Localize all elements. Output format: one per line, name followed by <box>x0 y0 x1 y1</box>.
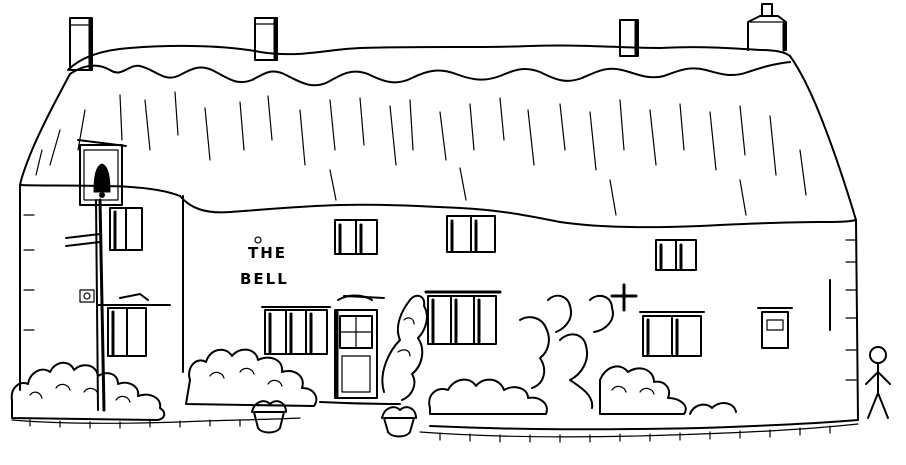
pot-right <box>381 406 417 438</box>
shrubs <box>10 294 737 421</box>
window-lower-left <box>261 306 331 355</box>
chimney-left <box>69 17 93 71</box>
window-upper-1 <box>334 219 378 255</box>
window-upper-3 <box>655 239 697 271</box>
window-upper-2 <box>446 215 496 253</box>
windows <box>97 207 705 357</box>
window-left-wing-lower <box>97 304 171 357</box>
thatched-roof <box>19 44 857 229</box>
notice-board <box>757 307 793 349</box>
front-door <box>334 294 378 399</box>
pot-left <box>251 400 287 434</box>
window-lower-centre <box>424 290 502 345</box>
pub-name-lettering: THE BELL <box>240 236 289 288</box>
cross-marker <box>610 283 638 312</box>
chimney-mid-right <box>619 19 639 57</box>
window-left-wing-upper <box>109 207 143 251</box>
plant-pots <box>251 400 417 438</box>
walls <box>19 184 859 431</box>
sign-line-bell: BELL <box>240 270 289 288</box>
kerb-stones <box>11 417 859 443</box>
window-lower-right <box>639 311 705 357</box>
sign-line-the: THE <box>248 244 287 262</box>
chimney-right <box>747 3 787 52</box>
wall-fixtures <box>119 283 793 349</box>
hanging-sign <box>65 139 127 412</box>
chimney-mid-left <box>254 17 278 61</box>
stick-figure <box>865 346 891 419</box>
chimneys <box>69 3 787 71</box>
